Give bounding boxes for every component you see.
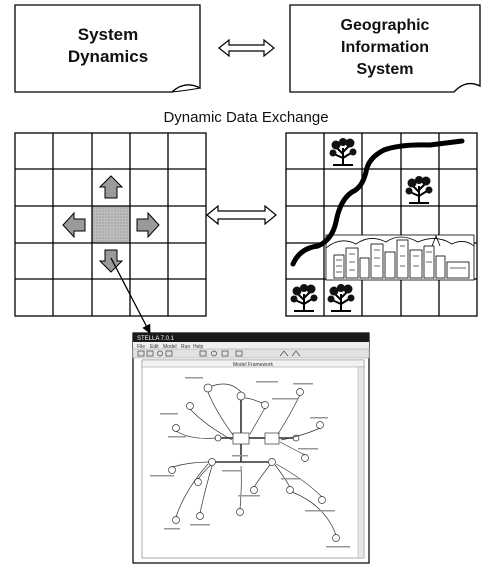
sd-label-line1: System — [78, 25, 138, 44]
menu-run[interactable]: Run — [181, 344, 190, 350]
double-arrow-icon — [218, 38, 275, 58]
tree-icon-4 — [327, 284, 355, 312]
city-skyline-icon — [325, 234, 475, 281]
arrow-down-icon — [98, 249, 124, 273]
arrow-left-icon — [62, 211, 86, 239]
tree-icon-2 — [405, 176, 433, 204]
scrollbar[interactable] — [357, 366, 365, 559]
window-titlebar — [133, 333, 369, 342]
arrow-right-icon — [136, 211, 160, 239]
arrow-up-icon — [98, 175, 124, 199]
menu-edit[interactable]: Edit — [150, 344, 159, 350]
gis-label-line2: Information — [341, 39, 429, 56]
double-arrow-icon-middle — [206, 204, 277, 226]
menu-help[interactable]: Help — [193, 344, 204, 350]
toolbar — [132, 348, 370, 359]
dde-caption: Dynamic Data Exchange — [163, 109, 328, 126]
window-title: STELLA 7.0.1 — [137, 336, 175, 342]
system-dynamics-box: System Dynamics — [14, 4, 201, 93]
menu-model[interactable]: Model — [163, 344, 177, 350]
tree-icon-3 — [290, 284, 318, 312]
sd-grid — [14, 132, 207, 317]
stella-model-screenshot: STELLA 7.0.1 File Edit Model Run Help Mo… — [132, 332, 370, 564]
sd-label-line2: Dynamics — [68, 47, 148, 66]
tree-icon-1 — [329, 138, 357, 166]
model-canvas — [141, 359, 365, 559]
river-line — [290, 138, 465, 267]
model-diagram-title: Model Framework — [233, 362, 274, 368]
gis-box: Geographic Information System — [289, 4, 481, 93]
cell-to-model-arrow — [110, 257, 151, 334]
menu-file[interactable]: File — [137, 344, 145, 350]
gis-label-line1: Geographic — [341, 17, 430, 34]
gis-label-line3: System — [357, 61, 414, 78]
